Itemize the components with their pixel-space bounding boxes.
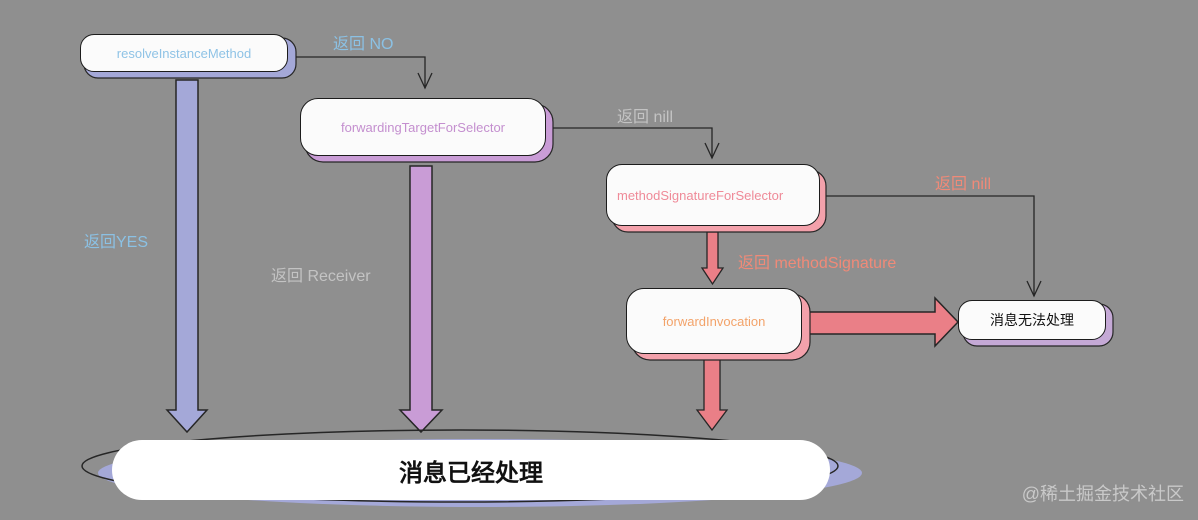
forwarding-target-label: forwardingTargetForSelector xyxy=(340,119,506,135)
connector-resolve-to-forwarding xyxy=(290,56,426,88)
resolve-instance-method-label: resolveInstanceMethod xyxy=(116,45,252,61)
forward-invocation-node: forwardInvocation xyxy=(626,288,802,354)
unhandled-node: 消息无法处理 xyxy=(958,300,1106,340)
edge-label-signature-nil: 返回 nill xyxy=(935,176,992,193)
forward-invocation-label: forwardInvocation xyxy=(662,313,766,329)
connector-forwarding-to-signature-head xyxy=(704,142,720,160)
handled-label: 消息已经处理 xyxy=(399,459,543,487)
connector-signature-to-unhandled-head xyxy=(1026,280,1042,298)
connector-resolve-to-forwarding-head xyxy=(417,72,433,90)
method-signature-label: methodSignatureForSelector xyxy=(617,187,784,203)
method-signature-node: methodSignatureForSelector xyxy=(606,164,820,226)
connector-signature-to-unhandled xyxy=(822,195,1035,296)
unhandled-arrow xyxy=(803,296,960,348)
signature-down-arrow xyxy=(700,231,725,286)
resolve-instance-method-node: resolveInstanceMethod xyxy=(80,34,288,72)
forwarding-target-node: forwardingTargetForSelector xyxy=(300,98,546,156)
edge-label-resolve-no: 返回 NO xyxy=(333,36,394,53)
edge-label-signature-returned: 返回 methodSignature xyxy=(738,255,897,272)
invocation-down-arrow xyxy=(695,357,729,432)
watermark: @稀土掘金技术社区 xyxy=(1021,484,1184,504)
unhandled-label: 消息无法处理 xyxy=(990,312,1074,328)
handled-outline xyxy=(81,429,839,503)
edge-label-resolve-yes: 返回YES xyxy=(84,234,149,251)
receiver-arrow xyxy=(398,165,444,434)
edge-label-forwarding-nil: 返回 nill xyxy=(617,109,674,126)
yes-arrow xyxy=(165,79,209,434)
connector-forwarding-to-signature xyxy=(548,127,713,158)
edge-label-forwarding-receiver: 返回 Receiver xyxy=(271,268,371,285)
handled-node: 消息已经处理 xyxy=(112,440,830,500)
